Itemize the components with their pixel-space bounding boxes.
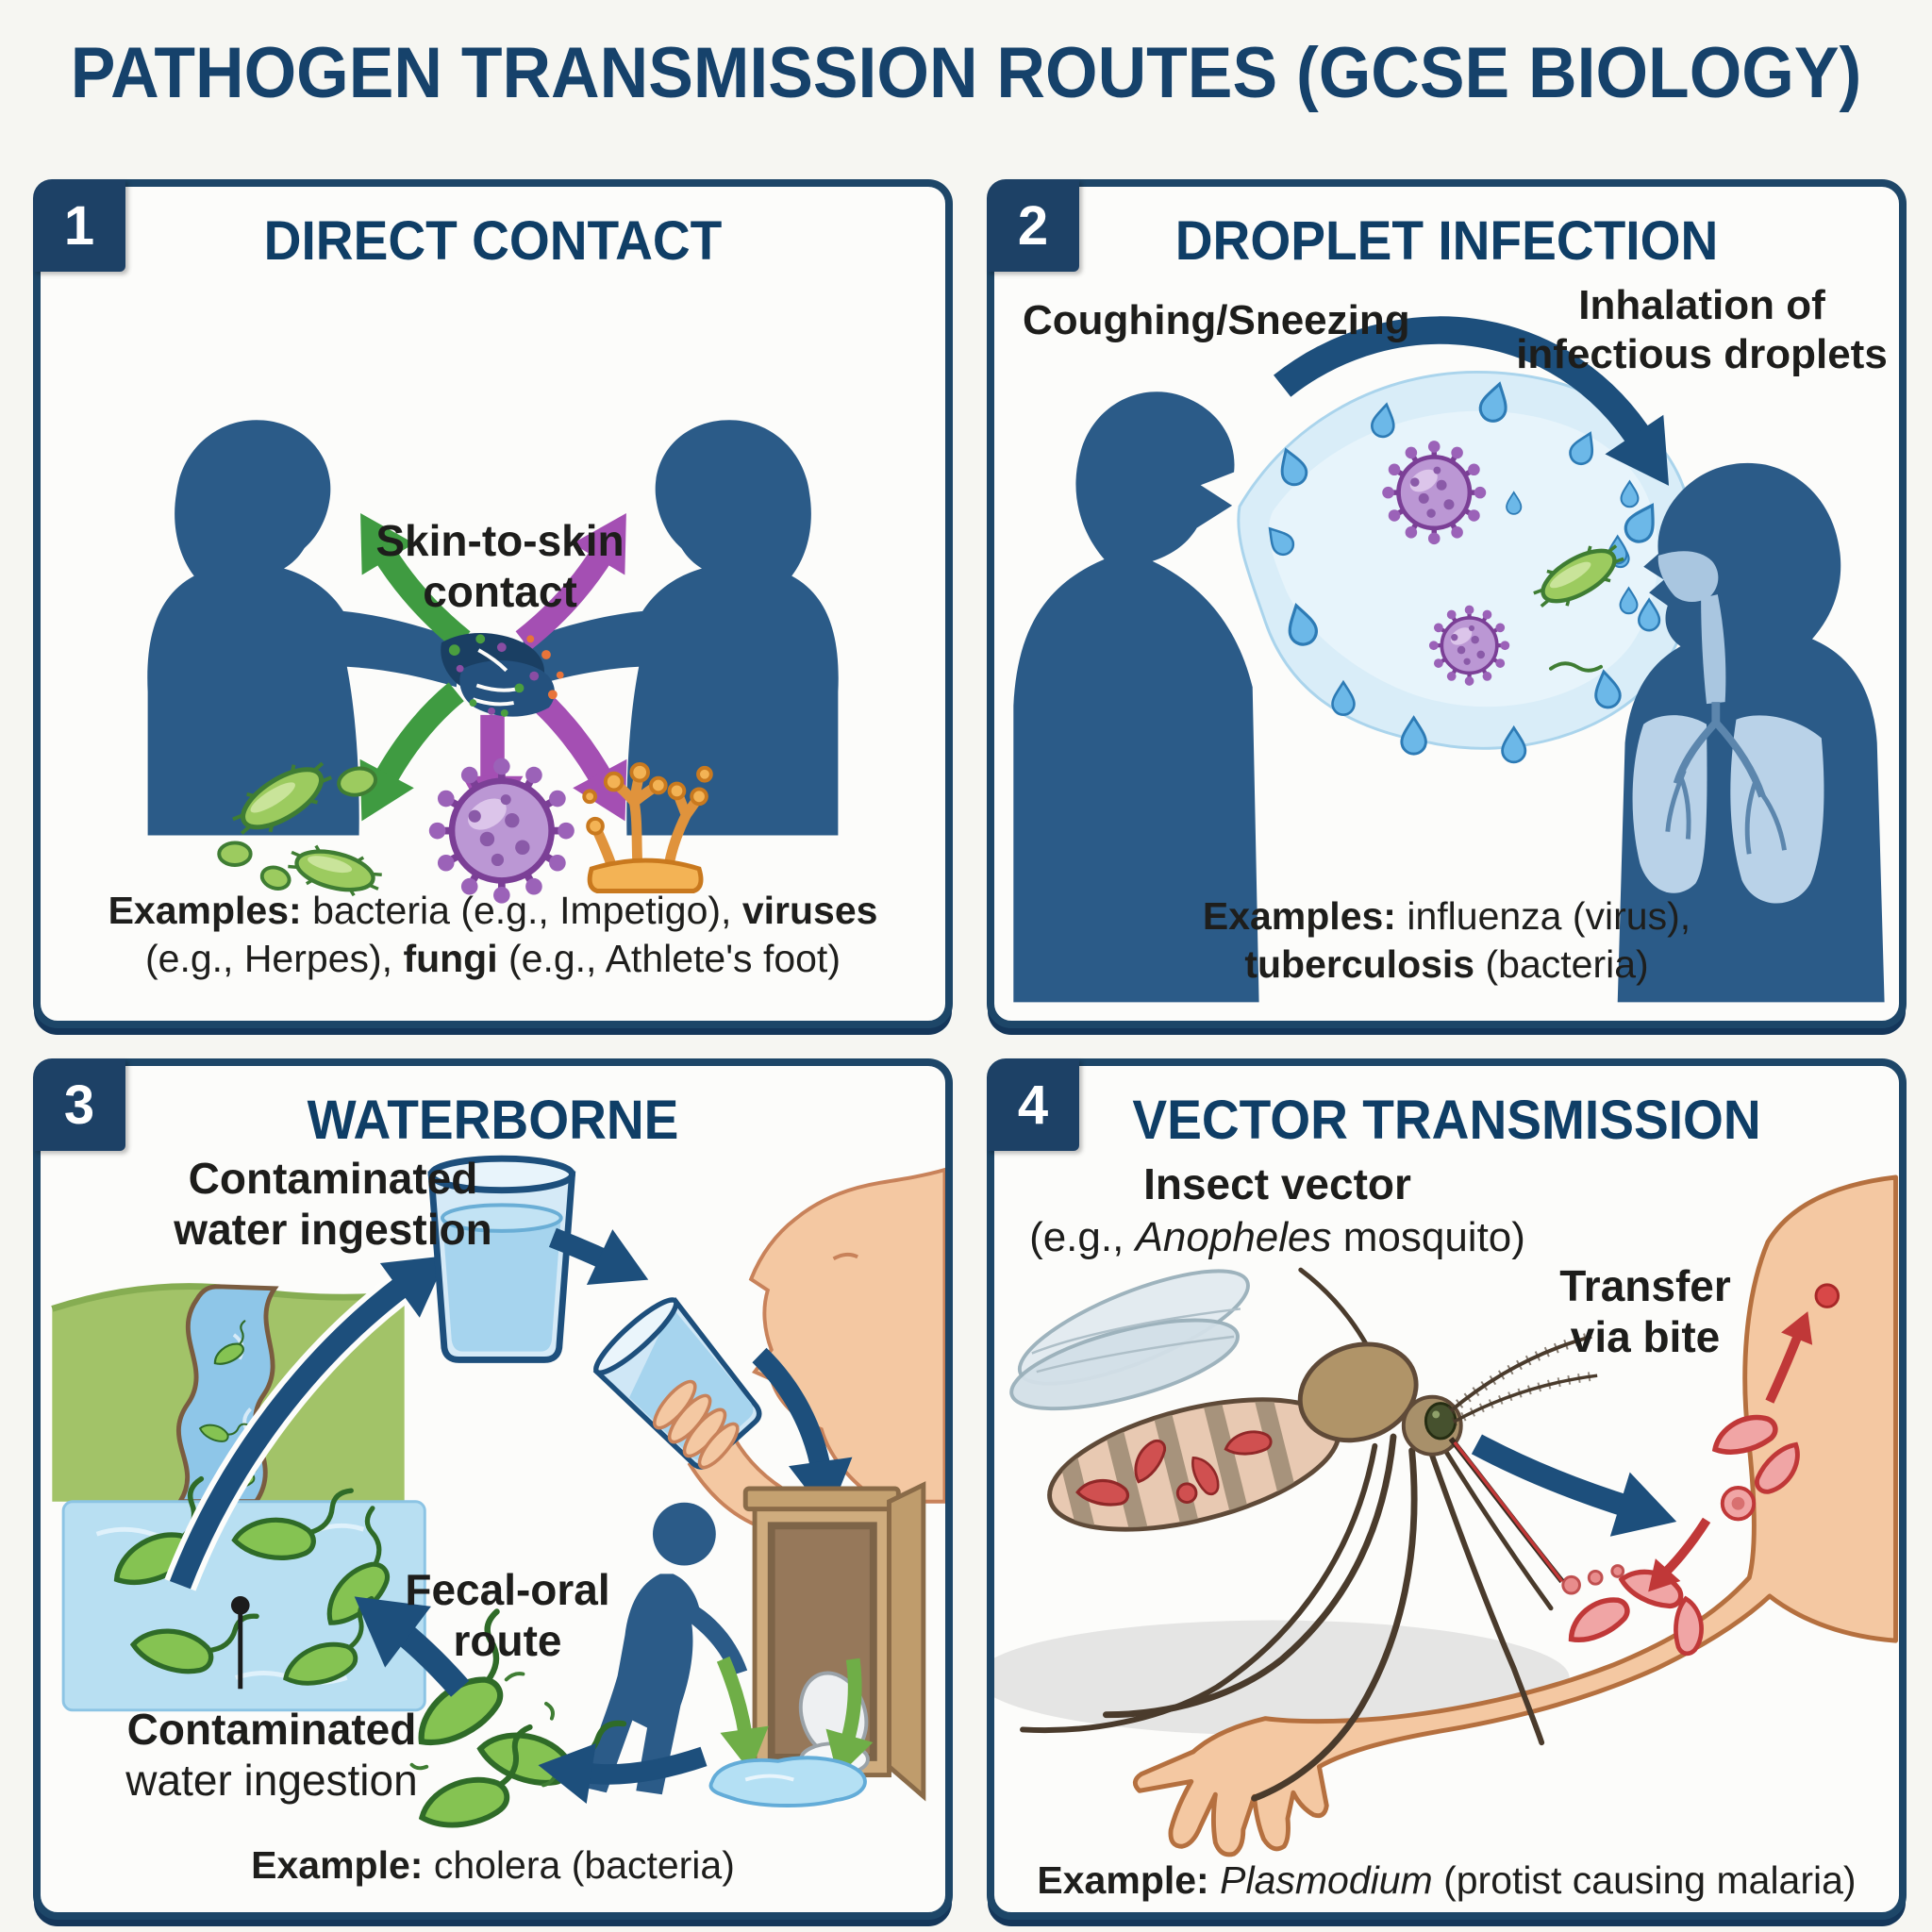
bacteria-icon: [1527, 535, 1629, 673]
direct-contact-illustration: [147, 420, 839, 1021]
panel2-number-badge: 2: [987, 179, 1079, 272]
inhaling-person-icon: [1617, 462, 1885, 1003]
panel-waterborne: 3 WATERBORNE: [33, 1058, 953, 1920]
fecal-arrows-green: [716, 1656, 874, 1784]
walking-person-icon: [582, 1502, 748, 1795]
bite-spot-icon: [1814, 1283, 1840, 1308]
vector-transmission-illustration: [994, 1174, 1898, 1857]
mosquito-thorax: [1297, 1341, 1419, 1443]
panel3-example: Example: cholera (bacteria): [251, 1843, 735, 1887]
person-silhouette-left: [147, 420, 463, 836]
skin-contact-label: Skin-to-skin contact: [375, 516, 625, 617]
panel4-number-badge: 4: [987, 1058, 1079, 1151]
bacteria-icon: [217, 752, 385, 901]
panel4-example: Example: Plasmodium (protist causing mal…: [1037, 1858, 1857, 1902]
contaminated-water-label-bottom: Contaminated water ingestion: [125, 1705, 418, 1806]
water-glass-icon: [427, 1155, 576, 1363]
mosquito-antennae: [1447, 1331, 1598, 1426]
inhalation-label: Inhalation of infectious droplets: [1516, 282, 1888, 377]
mosquito-shadow: [994, 1620, 1570, 1736]
puddle-icon: [708, 1756, 867, 1807]
inhalation-arc-arrow-icon: [1274, 316, 1698, 506]
callout-dot-icon: [230, 1595, 250, 1690]
person-silhouette-right: [523, 420, 839, 836]
pathogen-speckles: [448, 634, 564, 717]
panel-droplet-infection: 2 DROPLET INFECTION: [987, 179, 1907, 1028]
mosquito-legs: [1020, 1267, 1554, 1802]
arrow-river-to-glass: [164, 1228, 468, 1591]
handshake-icon: [441, 632, 564, 717]
transfer-via-bite-label: Transfer via bite: [1559, 1261, 1731, 1362]
drinking-person-icon: [592, 1167, 945, 1530]
arrow-bacteria-to-water: [331, 1566, 470, 1697]
arrow-glass-to-person: [548, 1227, 661, 1308]
lungs-icon: [1632, 551, 1824, 904]
droplet-cloud: [1237, 370, 1696, 750]
mosquito-proboscis: [1448, 1437, 1565, 1584]
panel1-title: DIRECT CONTACT: [263, 210, 723, 272]
panel3-title: WATERBORNE: [307, 1090, 679, 1151]
panel2-examples: Examples: influenza (virus), tuberculosi…: [1202, 894, 1691, 986]
panel1-number-badge: 1: [33, 179, 125, 272]
panel3-number-badge: 3: [33, 1058, 125, 1151]
mosquito-icon: [1009, 1267, 1598, 1802]
bite-entry-dots: [1561, 1564, 1625, 1595]
waterborne-illustration: [51, 1155, 945, 1912]
fungus-icon: [582, 761, 713, 893]
droplet-infection-illustration: [1013, 316, 1885, 1003]
page-title: PATHOGEN TRANSMISSION ROUTES (GCSE BIOLO…: [70, 33, 1862, 113]
insect-vector-sublabel: (e.g., Anopheles mosquito): [1029, 1214, 1525, 1260]
fecal-oral-label: Fecal-oral route: [405, 1565, 610, 1666]
coughing-label: Coughing/Sneezing: [1023, 297, 1410, 343]
panel-vector-transmission: 4 VECTOR TRANSMISSION: [987, 1058, 1907, 1920]
coughing-person-icon: [1013, 391, 1259, 1003]
parasite-flow-arrows: [1635, 1283, 1840, 1604]
ingested-blood-cells: [1074, 1429, 1273, 1512]
mosquito-wings: [1009, 1269, 1250, 1411]
transfer-arrow-icon: [1471, 1434, 1687, 1555]
arm-icon: [1132, 1174, 1898, 1857]
panel1-examples: Examples: bacteria (e.g., Impetigo), vir…: [108, 889, 878, 980]
arrow-puddle-to-bacteria: [533, 1735, 708, 1805]
panel2-title: DROPLET INFECTION: [1174, 210, 1719, 272]
contaminated-water-label-top: Contaminated water ingestion: [174, 1154, 492, 1255]
tilted-glass-icon: [592, 1297, 762, 1470]
insect-vector-label: Insect vector: [1143, 1159, 1411, 1208]
panel-direct-contact: 1 DIRECT CONTACT: [33, 179, 953, 1028]
panel4-title: VECTOR TRANSMISSION: [1132, 1090, 1761, 1151]
virus-icon: [429, 758, 575, 904]
blood-parasite-icon: [1563, 1414, 1810, 1656]
mosquito-abdomen: [1047, 1386, 1341, 1552]
river-icon: [51, 1283, 406, 1505]
arrow-person-to-toilet: [752, 1347, 860, 1523]
